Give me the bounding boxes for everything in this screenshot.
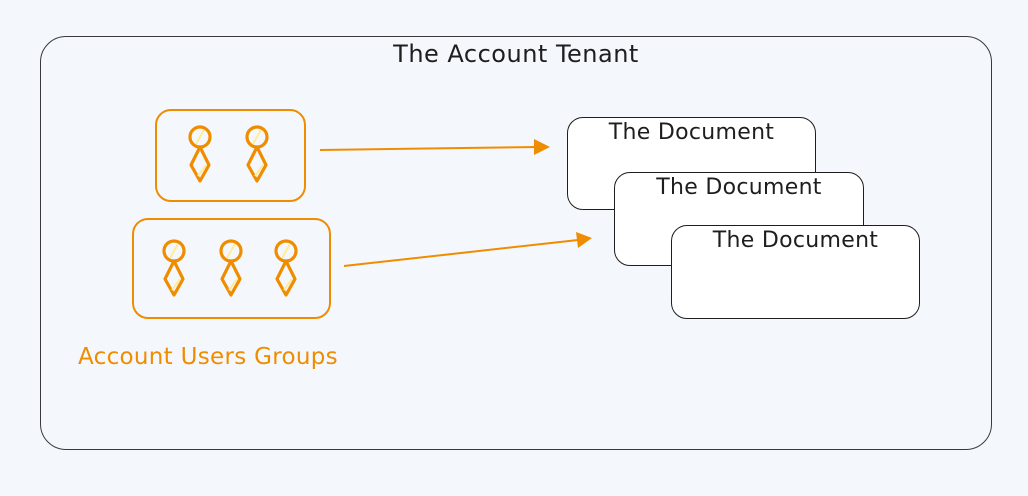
document-label: The Document bbox=[608, 120, 775, 145]
account-tenant-container bbox=[40, 36, 992, 450]
user-icon bbox=[274, 239, 298, 297]
arrow-icon bbox=[319, 139, 550, 155]
user-group-2 bbox=[132, 218, 331, 319]
user-icon bbox=[188, 125, 212, 183]
arrow-icon bbox=[343, 232, 592, 267]
document-card-3: The Document bbox=[671, 225, 920, 319]
user-groups-caption: Account Users Groups bbox=[78, 344, 338, 370]
document-label: The Document bbox=[712, 228, 879, 253]
user-icon bbox=[219, 239, 243, 297]
user-icon bbox=[162, 239, 186, 297]
document-label: The Document bbox=[656, 175, 822, 200]
user-group-1 bbox=[155, 109, 306, 202]
user-icon bbox=[245, 125, 269, 183]
account-tenant-title: The Account Tenant bbox=[393, 40, 639, 68]
